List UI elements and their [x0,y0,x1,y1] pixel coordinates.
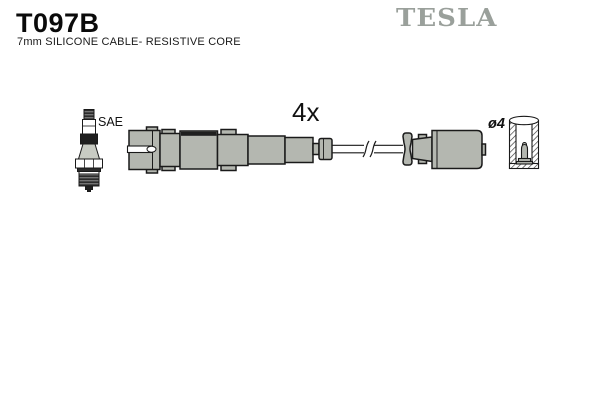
terminal-boot-section-icon [508,115,540,170]
cable-socket-end [126,126,161,174]
cable-coil-end [402,129,487,170]
wire-break-mark [369,140,377,158]
quantity-label: 4x [292,97,319,127]
cable-boot-sections [159,128,333,172]
diameter-label: ø4 [488,116,505,132]
tesla-brand-logo: TESLA [396,5,498,33]
cable-spec-text: 7mm SILICONE CABLE- RESISTIVE CORE [17,36,241,48]
spark-plug-icon [75,109,103,192]
ignition-cable-icon [126,126,487,174]
sae-label: SAE [98,115,123,129]
cable-wire [332,140,403,158]
part-number: T097B [16,8,100,38]
wire-break-mark [362,140,370,158]
inner-terminal-stud [515,141,534,165]
